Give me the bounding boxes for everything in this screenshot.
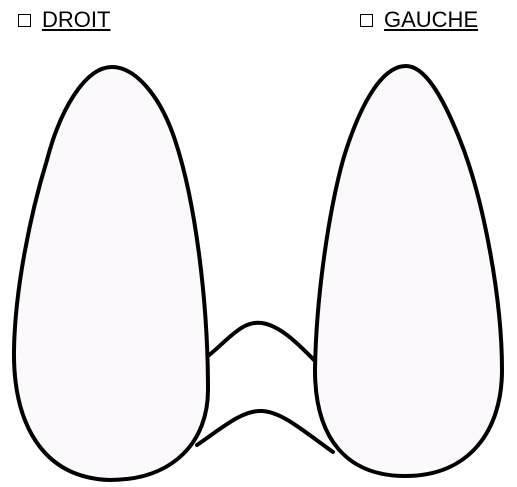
right-lobe <box>14 67 208 480</box>
left-lobe <box>315 66 502 476</box>
isthmus-upper-edge <box>208 323 316 362</box>
isthmus-lower-edge <box>197 411 333 452</box>
